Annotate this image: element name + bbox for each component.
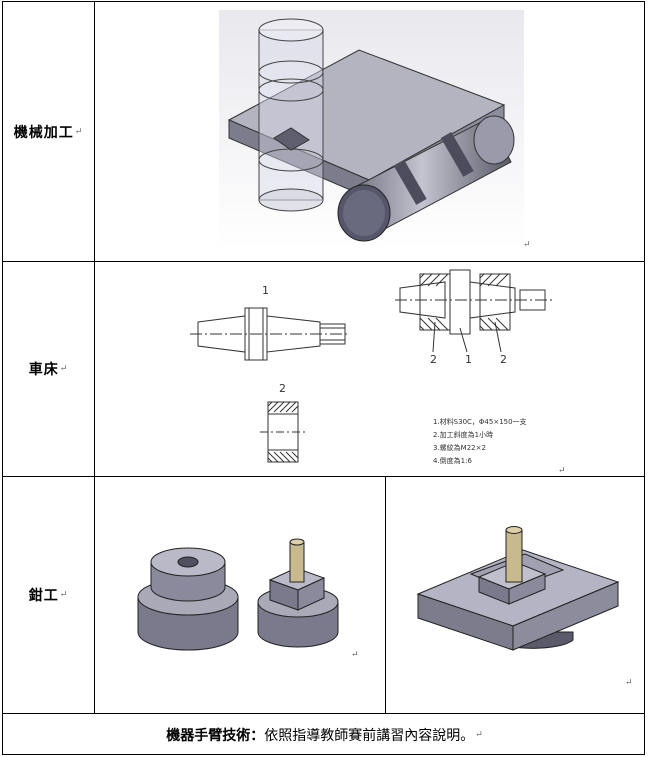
part-label-2: 2	[279, 382, 286, 395]
row-label-lathe: 車床↵	[28, 361, 69, 378]
column-divider	[385, 476, 386, 713]
row-divider	[3, 261, 644, 262]
machining-3d-model	[219, 10, 524, 250]
robot-arm-note: 機器手臂技術： 依照指導教師賽前講習內容說明。 ↵	[3, 714, 646, 756]
robot-arm-title: 機器手臂技術：	[166, 728, 265, 744]
paragraph-mark: ↵	[351, 650, 359, 660]
note-line: 3.螺紋為M22×2	[433, 443, 486, 452]
row-label-machining: 機械加工↵	[13, 124, 84, 141]
lathe-drawing: 1 2	[190, 269, 555, 465]
paragraph-mark: ↵	[523, 240, 531, 250]
part-label-1: 1	[262, 284, 269, 297]
robot-arm-description: 依照指導教師賽前講習內容說明。	[264, 728, 475, 744]
note-line: 2.加工斜度為1小時	[433, 430, 493, 439]
note-line: 1.材料S30C，Φ45×150一支	[433, 417, 527, 426]
note-line: 4.倒度為1:6	[433, 456, 472, 465]
column-divider	[94, 2, 95, 713]
paragraph-mark: ↵	[558, 466, 566, 476]
fitting-parts-3d	[137, 538, 339, 651]
part-label-2: 2	[500, 353, 507, 366]
row-divider	[3, 476, 644, 477]
part-label-2: 2	[430, 353, 437, 366]
row-label-fitting: 鉗工↵	[28, 587, 69, 604]
row-divider	[3, 713, 644, 714]
paragraph-mark: ↵	[625, 678, 633, 688]
part-label-1: 1	[465, 353, 472, 366]
fitting-assembly-3d	[416, 526, 620, 651]
